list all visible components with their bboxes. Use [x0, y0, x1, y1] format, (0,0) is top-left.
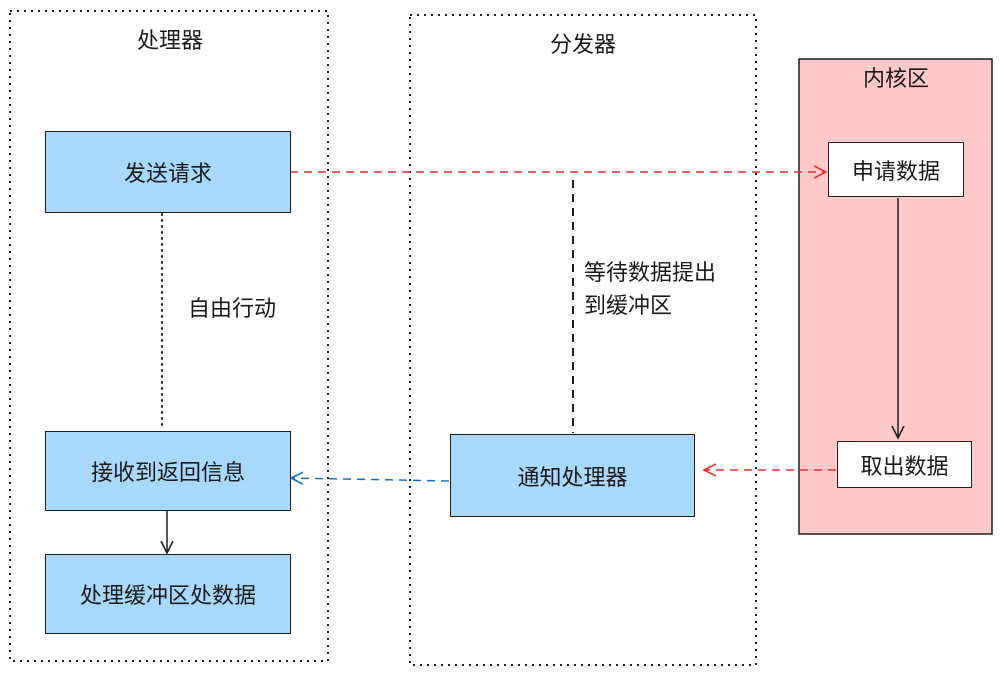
- wait-note: 等待数据提出 到缓冲区: [584, 257, 716, 323]
- dispatcher-group-title: 分发器: [549, 33, 617, 58]
- wait-note-line1: 等待数据提出: [584, 261, 717, 286]
- processor-group-title: 处理器: [136, 29, 204, 54]
- fetch-data-node[interactable]: 取出数据: [837, 441, 972, 488]
- notify-to-receive-arrow: [291, 478, 450, 481]
- request-data-node[interactable]: 申请数据: [828, 142, 964, 197]
- wait-note-line2: 到缓冲区: [584, 294, 673, 319]
- free-action-label: 自由行动: [188, 297, 277, 322]
- send-request-node[interactable]: 发送请求: [45, 131, 291, 213]
- processor-group-frame: [9, 10, 329, 662]
- receive-info-node[interactable]: 接收到返回信息: [45, 431, 291, 511]
- process-buffer-node[interactable]: 处理缓冲区处数据: [45, 554, 291, 634]
- notify-processor-node[interactable]: 通知处理器: [450, 434, 695, 517]
- kernel-group-title: 内核区: [862, 67, 930, 92]
- dispatcher-group-frame: [409, 14, 757, 666]
